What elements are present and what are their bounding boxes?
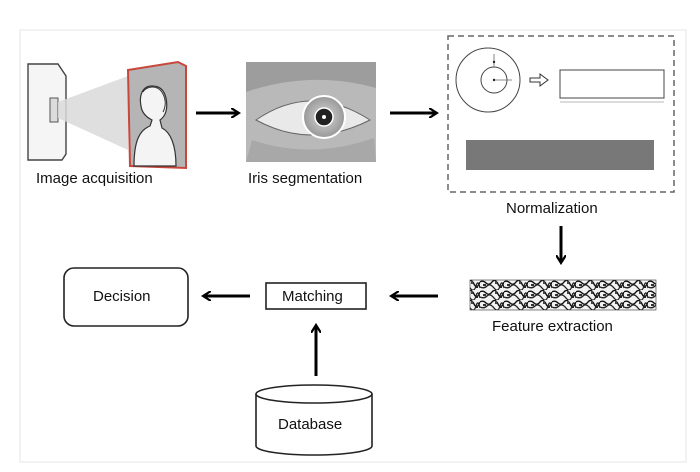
unwrapped-rectangle xyxy=(559,69,665,99)
segmentation-photo xyxy=(246,62,376,162)
label-decision: Decision xyxy=(93,288,151,305)
normalization-panel xyxy=(447,35,675,193)
capture-beam xyxy=(58,76,128,150)
label-normalization: Normalization xyxy=(506,200,598,217)
label-database: Database xyxy=(278,416,343,433)
unwrap-arrow xyxy=(529,73,549,87)
label-iris-segmentation: Iris segmentation xyxy=(248,170,363,187)
feature-pattern xyxy=(469,279,657,311)
label-image-acquisition: Image acquisition xyxy=(36,170,153,187)
matching-box xyxy=(265,282,367,310)
iris-outer-circle xyxy=(455,47,521,113)
acquisition-illustration xyxy=(27,60,187,170)
database-cylinder xyxy=(255,384,373,456)
decision-box xyxy=(63,267,189,327)
camera-device xyxy=(27,63,67,161)
label-feature-extraction: Feature extraction xyxy=(492,318,613,335)
label-matching: Matching xyxy=(282,288,343,305)
camera-lens xyxy=(49,97,59,123)
outer-frame xyxy=(19,29,687,463)
normalized-iris-strip xyxy=(466,140,654,170)
